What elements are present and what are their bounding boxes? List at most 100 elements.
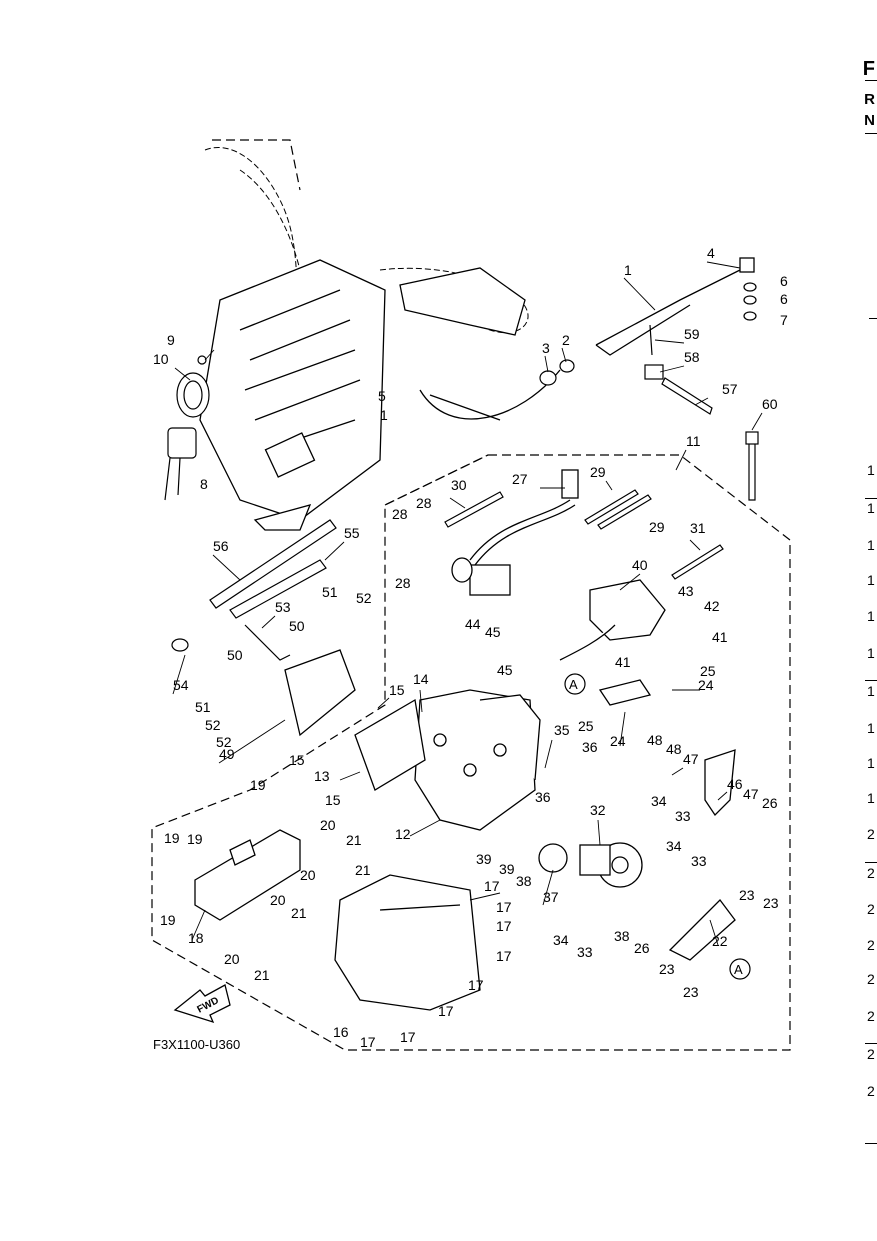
part-label-21: 21	[355, 862, 371, 878]
part-label-16: 16	[333, 1024, 349, 1040]
part-label-52: 52	[216, 734, 232, 750]
part-label-60: 60	[762, 396, 778, 412]
part-label-3: 3	[542, 340, 550, 356]
edge-rule	[865, 498, 877, 499]
part-label-40: 40	[632, 557, 648, 573]
part-label-17: 17	[400, 1029, 416, 1045]
leader-line	[419, 689, 423, 713]
part-label-44: 44	[465, 616, 481, 632]
motor-unit	[559, 579, 666, 706]
leader-lines	[172, 261, 763, 946]
part-label-20: 20	[320, 817, 336, 833]
part-label-11: 11	[686, 433, 701, 449]
edge-digit: 2	[867, 1046, 875, 1062]
part-label-15: 15	[389, 682, 405, 698]
part-label-17: 17	[496, 899, 512, 915]
main-bracket	[284, 649, 541, 831]
part-label-28: 28	[395, 575, 411, 591]
part-label-34: 34	[553, 932, 569, 948]
cable-ties	[444, 324, 759, 580]
part-label-39: 39	[499, 861, 515, 877]
edge-digit: 2	[867, 937, 875, 953]
part-label-17: 17	[496, 948, 512, 964]
leader-line	[469, 892, 501, 901]
edge-digit: 1	[867, 720, 875, 736]
leader-line	[377, 697, 390, 709]
edge-digit: 2	[867, 901, 875, 917]
edge-rule	[869, 318, 877, 319]
part-label-26: 26	[634, 940, 650, 956]
leader-line	[218, 719, 286, 764]
part-label-36: 36	[535, 789, 551, 805]
part-label-41: 41	[712, 629, 728, 645]
part-label-43: 43	[678, 583, 694, 599]
diagram-code: F3X1100-U360	[153, 1037, 240, 1052]
part-label-21: 21	[254, 967, 270, 983]
part-label-39: 39	[476, 851, 492, 867]
part-label-24: 24	[610, 733, 626, 749]
edge-rule	[865, 680, 877, 681]
leader-line	[561, 347, 567, 363]
leader-line	[261, 615, 276, 629]
part-label-1: 1	[380, 407, 388, 423]
leader-line	[751, 412, 763, 431]
part-label-15: 15	[325, 792, 341, 808]
edge-digit: 2	[867, 1008, 875, 1024]
part-label-17: 17	[496, 918, 512, 934]
part-label-19: 19	[187, 831, 203, 847]
leader-line	[449, 497, 466, 509]
part-label-17: 17	[484, 878, 500, 894]
part-label-12: 12	[395, 826, 411, 842]
leader-line	[172, 654, 186, 695]
part-label-33: 33	[675, 808, 691, 824]
part-label-23: 23	[763, 895, 779, 911]
leader-line	[544, 739, 553, 769]
part-label-31: 31	[690, 520, 706, 536]
part-label-17: 17	[468, 977, 484, 993]
part-label-7: 7	[780, 312, 788, 328]
part-label-57: 57	[722, 381, 738, 397]
leader-line	[212, 554, 241, 581]
linkage-rods	[171, 519, 337, 661]
part-label-19: 19	[250, 777, 266, 793]
edge-rule	[865, 133, 877, 134]
part-label-45: 45	[497, 662, 513, 678]
leader-line	[717, 791, 728, 801]
part-label-47: 47	[683, 751, 699, 767]
part-label-52: 52	[356, 590, 372, 606]
leader-line	[605, 480, 613, 491]
ref-marker-a2: A	[734, 962, 743, 977]
part-label-14: 14	[413, 671, 429, 687]
part-label-25: 25	[578, 718, 594, 734]
part-label-23: 23	[739, 887, 755, 903]
leader-line	[689, 539, 701, 551]
part-label-30: 30	[451, 477, 467, 493]
part-label-6: 6	[780, 291, 788, 307]
part-label-22: 22	[712, 933, 728, 949]
part-label-28: 28	[416, 495, 432, 511]
leader-line	[204, 349, 215, 361]
leader-line	[671, 767, 684, 776]
throttle-assembly	[199, 259, 526, 531]
part-label-9: 9	[167, 332, 175, 348]
leader-line	[709, 919, 719, 946]
gear-assembly	[538, 749, 736, 961]
part-label-33: 33	[691, 853, 707, 869]
part-label-27: 27	[512, 471, 528, 487]
part-label-47: 47	[743, 786, 759, 802]
leader-line	[623, 277, 656, 311]
part-label-10: 10	[153, 351, 169, 367]
part-label-24: 24	[698, 677, 714, 693]
part-label-26: 26	[762, 795, 778, 811]
part-label-37: 37	[543, 889, 559, 905]
part-label-20: 20	[300, 867, 316, 883]
part-label-19: 19	[160, 912, 176, 928]
part-label-18: 18	[188, 930, 204, 946]
part-label-52: 52	[205, 717, 221, 733]
edge-digit: 2	[867, 826, 875, 842]
edge-digit: 1	[867, 462, 875, 478]
edge-digit: 1	[867, 500, 875, 516]
control-box	[194, 829, 301, 921]
part-label-48: 48	[647, 732, 663, 748]
part-label-1: 1	[624, 262, 632, 278]
